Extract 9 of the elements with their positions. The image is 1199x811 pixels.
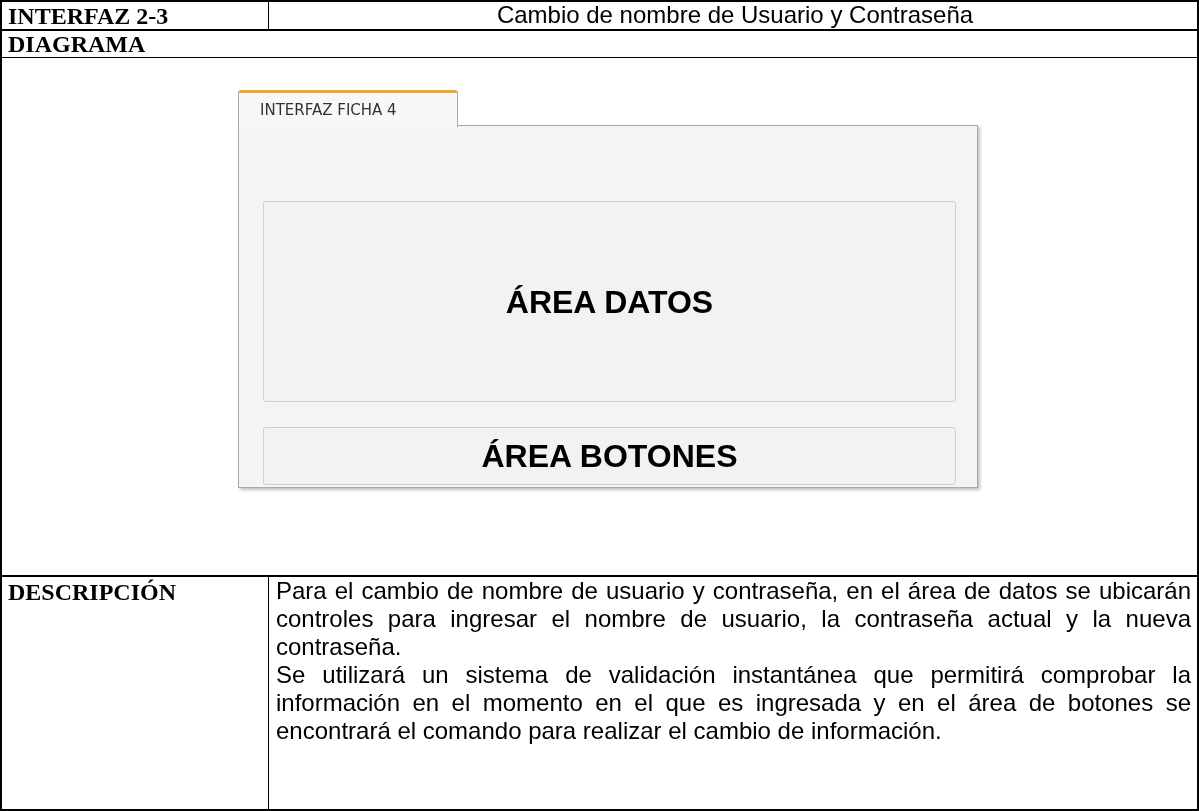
- cell-heading: DESCRIPCIÓN: [8, 578, 177, 606]
- cell-heading: INTERFAZ 2-3: [8, 3, 169, 29]
- tab: INTERFAZ FICHA 4: [238, 90, 458, 127]
- cell-title: Cambio de nombre de Usuario y Contraseña: [495, 2, 975, 28]
- cell-heading: DIAGRAMA: [8, 31, 146, 57]
- area-box: ÁREA DATOS: [263, 201, 956, 402]
- description-paragraph: Se utilizará un sistema de validación instantánea que permitirá comprobar la información en el momento en el que es ingresada y en el área de botones se encontrará el comando para realizar el cambio de información.: [276, 661, 1191, 745]
- description-paragraph: Para el cambio de nombre de usuario y contraseña, en el área de datos se ubicarán controles para ingresar el nombre de usuario, la contraseña actual y la nueva contraseña.: [276, 577, 1191, 661]
- area-box: ÁREA BOTONES: [263, 427, 956, 485]
